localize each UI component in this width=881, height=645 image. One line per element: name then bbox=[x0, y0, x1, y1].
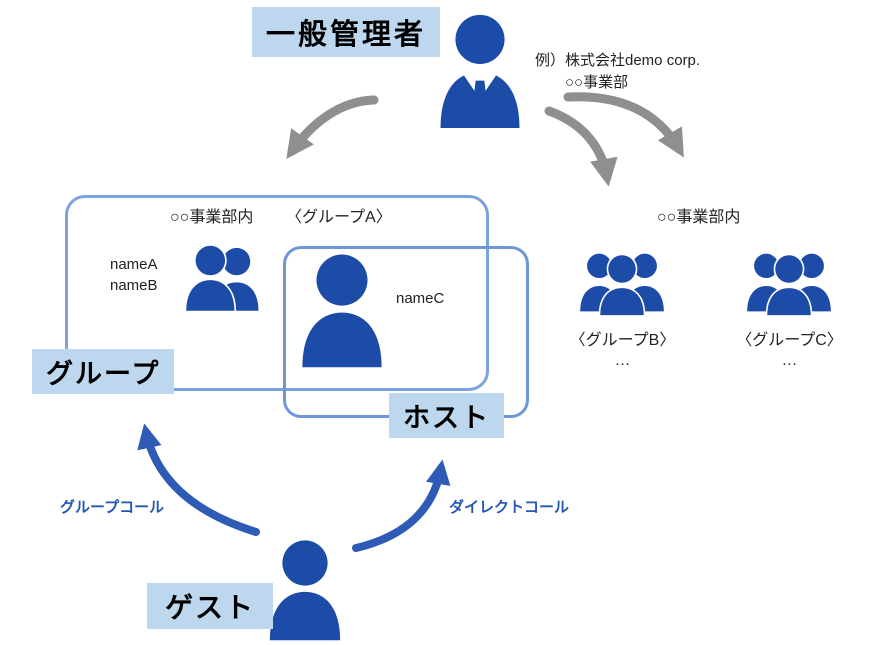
arrow-guest-direct-call bbox=[352, 459, 451, 552]
member-name-b: nameB bbox=[110, 277, 158, 294]
direct-call-label: ダイレクトコール bbox=[449, 499, 570, 516]
admin-person-icon bbox=[436, 14, 524, 128]
group-b-name: 〈グループB〉 bbox=[569, 332, 676, 349]
host-person-icon bbox=[298, 251, 386, 369]
group-b-trio-icon bbox=[577, 240, 667, 324]
group-a-box bbox=[65, 195, 489, 391]
group-b-ellipsis: … bbox=[614, 352, 631, 369]
group-c-ellipsis: … bbox=[781, 352, 798, 369]
group-c-name: 〈グループC〉 bbox=[736, 332, 843, 349]
arrow-admin-to-group bbox=[286, 95, 379, 159]
group-members-duo-icon bbox=[183, 241, 265, 315]
arrow-admin-to-group-c bbox=[563, 92, 684, 158]
group-a-name-label: 〈グループA〉 bbox=[286, 209, 392, 226]
other-groups-division-label: ○○事業部内 bbox=[657, 209, 741, 226]
admin-example-note-line2: ○○事業部 bbox=[565, 74, 629, 91]
group-a-members: nameA nameB bbox=[110, 254, 158, 296]
group-badge: グループ bbox=[32, 349, 175, 394]
group-call-label: グループコール bbox=[60, 499, 165, 516]
admin-title-badge: 一般管理者 bbox=[252, 7, 441, 57]
host-badge: ホスト bbox=[389, 393, 504, 438]
admin-example-note-line1: 例）株式会社demo corp. bbox=[535, 52, 701, 69]
group-c-trio-icon bbox=[744, 240, 834, 324]
group-c-caption: 〈グループC〉 … bbox=[722, 331, 857, 371]
host-name-label: nameC bbox=[396, 290, 445, 307]
member-name-a: nameA bbox=[110, 256, 158, 273]
guest-person-icon bbox=[266, 534, 344, 645]
group-a-division-label: ○○事業部内 bbox=[170, 209, 254, 226]
arrow-admin-to-group-b bbox=[544, 106, 618, 187]
guest-badge: ゲスト bbox=[147, 583, 274, 629]
admin-example-note: 例）株式会社demo corp. ○○事業部 bbox=[535, 50, 700, 94]
group-b-caption: 〈グループB〉 … bbox=[555, 331, 690, 371]
arrow-guest-group-call bbox=[137, 423, 260, 536]
